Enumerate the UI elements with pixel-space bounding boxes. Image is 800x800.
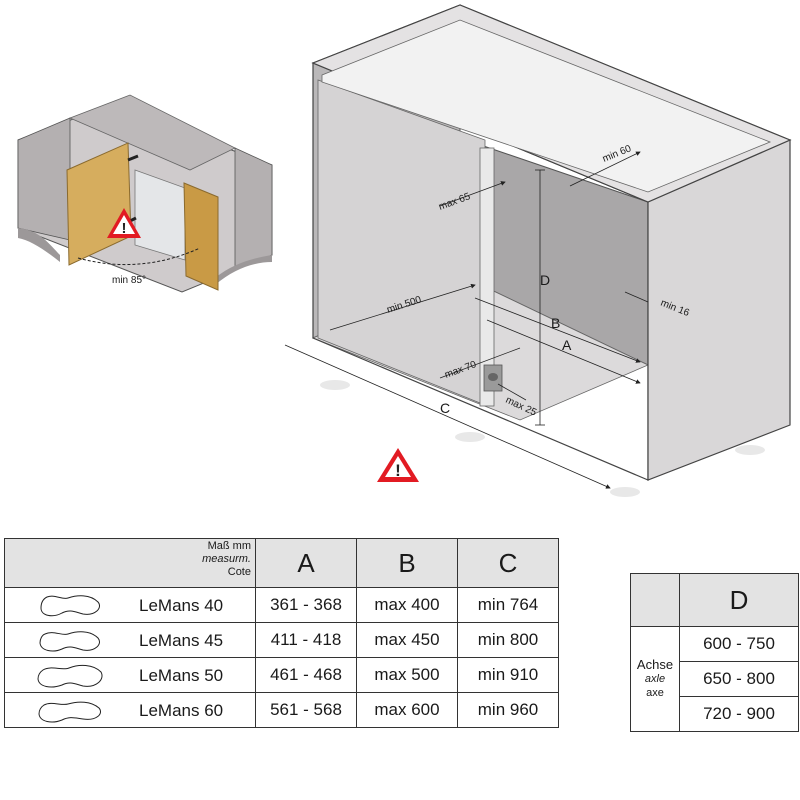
corner-label-mass: Maß mm [207,540,251,552]
cell-b: max 600 [356,692,458,728]
header-a: A [255,538,357,588]
label-achse: Achse [636,657,674,672]
cell-c: min 800 [457,622,559,658]
angle-label: min 85° [112,275,146,286]
dim-d: D [540,272,550,288]
dimension-table: Maß mm measurm. Cote A B C LeMans 40 361… [4,538,559,728]
header-c: C [457,538,559,588]
warning-mark-small: ! [122,220,127,237]
warning-icon-large: ! [377,448,419,482]
dim-c: C [440,400,450,416]
table-row: LeMans 45 411 - 418 max 450 min 800 [4,622,559,658]
cell-c: min 960 [457,692,559,728]
cabinet-diagram: min 85° ! [17,4,792,497]
header-d: D [679,573,799,627]
header-b: B [356,538,458,588]
cell-b: max 450 [356,622,458,658]
cell-d: 650 - 800 [679,661,799,697]
cell-a: 561 - 568 [255,692,357,728]
cell-a: 361 - 368 [255,587,357,623]
label-axle: axle [644,673,666,685]
axle-row-label: Achse axle axe [630,626,680,732]
lemans-50-shape-icon [37,664,103,688]
axle-table: D Achse axle axe 600 - 750 650 - 800 720… [630,573,799,732]
model-name: LeMans 40 [139,596,224,615]
model-name: LeMans 45 [139,631,224,650]
corner-cabinet-view: min 85° ! [17,94,273,293]
cell-a: 411 - 418 [255,622,357,658]
table-corner-header: Maß mm measurm. Cote [4,538,256,588]
cell-d: 600 - 750 [679,626,799,662]
corner-label-measurm: measurm. [202,553,251,565]
cell-a: 461 - 468 [255,657,357,693]
label-axe: axe [646,687,664,699]
warning-icon-small: ! [107,208,141,238]
axle-corner-header [630,573,680,627]
table-row: LeMans 50 461 - 468 max 500 min 910 [4,657,559,693]
dim-a: A [562,337,572,353]
main-cabinet-view: min 60 max 65 min 500 min 16 max 70 max … [284,4,792,497]
lemans-45-shape-icon [39,631,100,652]
model-name: LeMans 50 [139,666,224,685]
cell-c: min 910 [457,657,559,693]
corner-label-cote: Cote [227,566,251,578]
model-name: LeMans 60 [139,701,224,720]
dim-b: B [551,315,560,331]
table-row: LeMans 40 361 - 368 max 400 min 764 [4,587,559,623]
lemans-40-shape-icon [40,595,100,617]
table-row: LeMans 60 561 - 568 max 600 min 960 [4,692,559,728]
cell-b: max 400 [356,587,458,623]
lemans-60-shape-icon [38,701,101,723]
cell-d: 720 - 900 [679,696,799,732]
cell-b: max 500 [356,657,458,693]
cell-c: min 764 [457,587,559,623]
warning-mark-large: ! [395,461,401,480]
